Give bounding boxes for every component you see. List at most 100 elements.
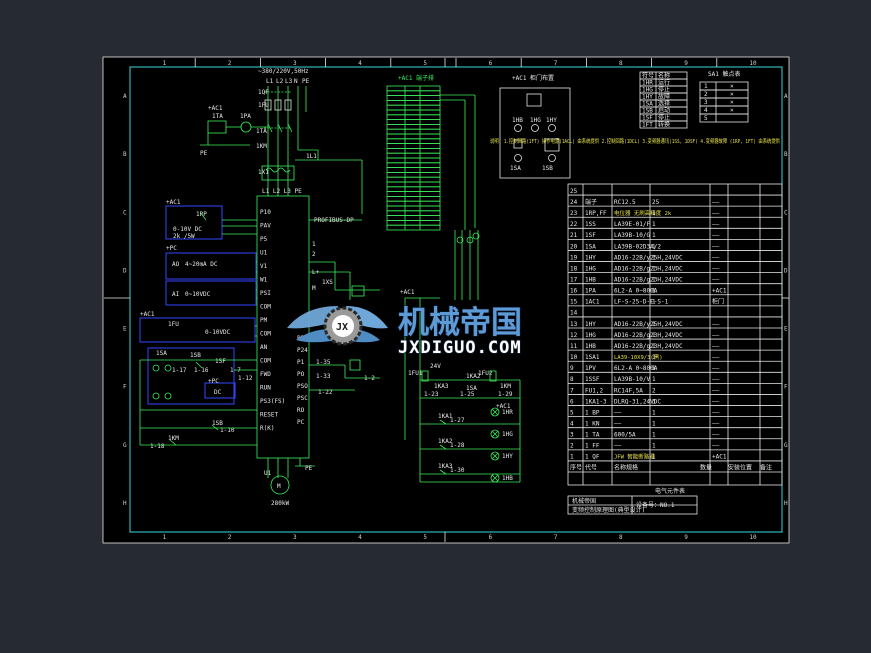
bom-cell: 1HG [585,265,596,272]
grid-col-8: 8 [619,60,623,67]
right-term-b: 1-33 [316,373,331,380]
bom-cell: 1HY [585,254,596,261]
note-line: 说明: 1.控制回路(1FT) 操作电源(1ACL) 由系统提供 2.控制回路(… [490,137,780,145]
bom-cell: 1SA [585,243,596,250]
bom-cell: 1 [652,210,656,217]
bom-cell: +AC1 [712,288,727,295]
bom-cell: 1 [652,321,656,328]
bom-cell: —— [712,354,720,361]
bom-cell: 1 [652,343,656,350]
bom-cell: —— [712,332,720,339]
bom-cell: —— [712,254,720,261]
sa-left-label: 1SA [156,350,167,357]
symbol-table-name: 停止 [658,114,670,122]
grid-col-bottom-6: 6 [489,534,493,541]
bom-cell: 1 [652,332,656,339]
symbol-table-name: 停止 [658,86,670,94]
grid-row-right-D: D [784,267,788,274]
door-layout-title: +AC1 柜门布置 [512,74,554,82]
door-lamp-3: 1HY [546,117,557,124]
bom-cell: 15 [570,299,578,306]
symbol-table-name: 启动 [658,107,670,115]
dc24-label: 24V [430,363,441,370]
bom-cell: 1 [652,454,656,461]
bom-cell: 13 [570,321,578,328]
mini-table-state: × [730,91,734,98]
supply-n: N [294,78,298,85]
dc-label: DC [214,389,222,396]
grid-row-H: H [123,500,127,507]
watermark-en: JXDIGUO.COM [398,338,522,358]
bom-cell: 1 [652,354,656,361]
vfd-terminal: PSI [260,290,271,297]
vfd-block: L1 L2 L3 PE P10PAVP5U1V1W1PSICOMPMCOMANC… [256,188,380,507]
left-wire-4: 1-10 [220,427,235,434]
bom-cell: 1 [652,232,656,239]
mini-table-contact: 3 [704,99,708,106]
grid-col-1: 1 [163,60,167,67]
right-term-c: 1-22 [318,389,333,396]
supply-l2: L2 [276,78,284,85]
bom-cell: AD16-22B/y25H,24VDC [614,321,683,328]
bom-cell: LA39B-02D3A/2 [614,243,661,250]
emblem-text: JX [336,322,348,333]
grid-col-bottom-10: 10 [749,534,757,541]
grid-col-bottom-4: 4 [358,534,362,541]
watermark-cn: 机械帝国 [398,305,522,341]
bom-cell: 600/5A [614,432,636,439]
supply-l3: L3 [285,78,293,85]
grid-row-right-B: B [784,151,788,158]
bom-cell: 14 [570,310,578,317]
ac1-right-label: +AC1 [400,289,415,296]
vfd-terminal-right: P1 [297,359,305,366]
bom-cell: 1 [652,254,656,261]
grid-row-B: B [123,151,127,158]
ka-top-label-1: 1KA3 [434,383,449,390]
bom-cell: 2 [570,443,574,450]
bom-cell: 6L2-A 0~800A [614,365,658,372]
symbol-table-code: 1SB [642,108,653,115]
pc-label: +PC [166,245,177,252]
symbol-table-code: 1HG [642,87,653,94]
bom-cell: 1SF [585,232,596,239]
bom-cell: 8 [570,376,574,383]
vfd-terminal: V1 [260,263,268,270]
bus-connector-label: 1XS [322,279,333,286]
bom-cell: —— [712,420,720,427]
ka-top-label-2: 1KA2 [466,373,481,380]
bom-cell: —— [614,420,622,427]
lamp-label: 1HR [502,409,513,416]
bom-cell: 21 [570,232,578,239]
bom-cell: 17 [570,276,578,283]
bom-cell: DLRQ-31,24VDC [614,398,661,405]
bom-cell: 1 [652,276,656,283]
bom-cell: 1AC1 [585,299,600,306]
mini-table-title: SA1 触点表 [708,70,740,78]
ctl-wire-5: 1-28 [450,442,465,449]
bom-cell: —— [614,409,622,416]
right-term-m: M [312,285,316,292]
pc2-label: +PC [208,378,219,385]
grid-row-right-H: H [784,500,788,507]
bom-cell: 1 [570,454,574,461]
bom-cell: 25 [652,199,660,206]
vfd-terminal-right: P24 [297,347,308,354]
symbol-table-name: 名称 [658,72,670,80]
right-term-a: 1-35 [316,359,331,366]
bom-cell: —— [712,376,720,383]
sa-ctl-label: 1SA [466,385,477,392]
bom-footer-cell: 安装位置 [728,464,752,472]
grid-col-4: 4 [358,60,362,67]
fu-label: 1FU [258,102,269,109]
grid-col-bottom-3: 3 [293,534,297,541]
symbol-table-code: 1HR [642,80,653,87]
pot-spec: 0-10V DC [173,226,202,233]
bom-cell: LA39B-10/G [614,232,651,239]
bom-cell: 1HY [585,321,596,328]
vfd-terminal: PM [260,317,268,324]
symbol-table-code: 符号 [642,72,654,80]
lamp-label: 1HY [502,453,513,460]
